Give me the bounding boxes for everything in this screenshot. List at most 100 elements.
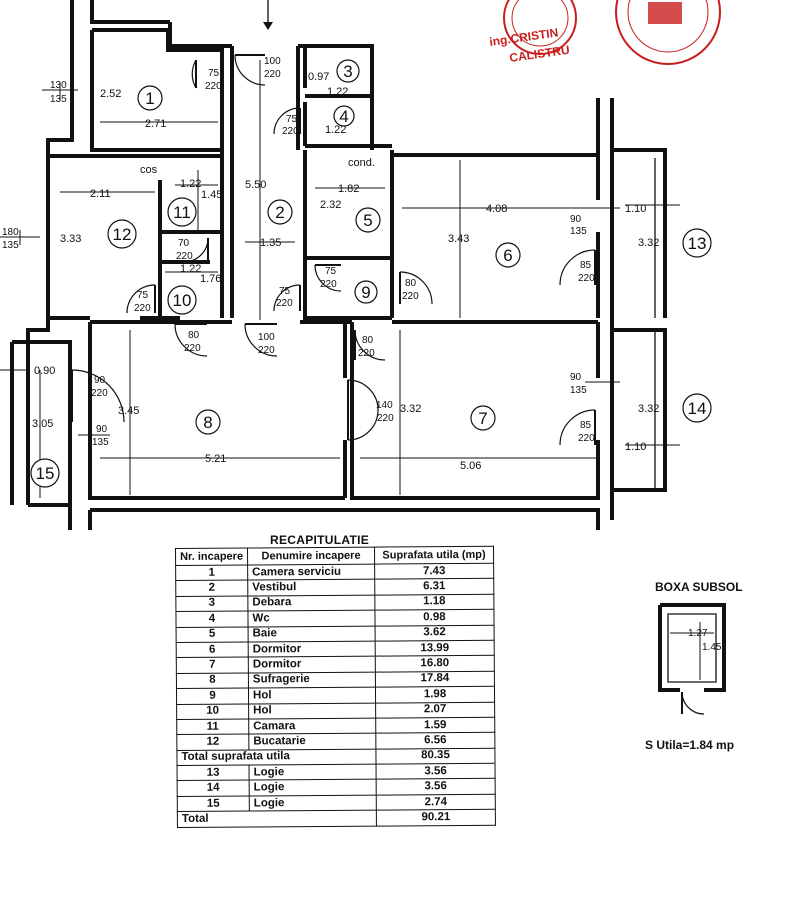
svg-text:1.76: 1.76: [200, 273, 221, 285]
svg-text:1.22: 1.22: [180, 263, 201, 275]
svg-text:2.11: 2.11: [90, 188, 111, 200]
svg-text:100: 100: [258, 332, 275, 343]
svg-text:80: 80: [188, 330, 200, 341]
svg-text:1.10: 1.10: [625, 441, 646, 453]
room-number-9: 9: [361, 283, 370, 302]
svg-text:130: 130: [50, 80, 67, 91]
svg-text:220: 220: [377, 413, 394, 424]
svg-text:3.32: 3.32: [638, 237, 659, 249]
svg-text:1.35: 1.35: [260, 237, 281, 249]
svg-text:220: 220: [91, 388, 108, 399]
svg-text:75: 75: [137, 290, 149, 301]
svg-text:90: 90: [570, 214, 582, 225]
svg-text:220: 220: [402, 291, 419, 302]
basement-box-drawing: 1.27 1.45: [658, 603, 726, 715]
svg-text:220: 220: [205, 81, 222, 92]
svg-text:3.33: 3.33: [60, 233, 81, 245]
svg-text:2.71: 2.71: [145, 118, 166, 130]
entry-arrow: [263, 0, 273, 30]
svg-text:85: 85: [580, 260, 592, 271]
room-number-3: 3: [343, 62, 352, 81]
room-number-4: 4: [339, 107, 348, 126]
svg-text:2.32: 2.32: [320, 199, 341, 211]
svg-text:2.52: 2.52: [100, 88, 121, 100]
svg-text:100: 100: [264, 56, 281, 67]
svg-text:1.82: 1.82: [338, 183, 359, 195]
svg-text:220: 220: [176, 251, 193, 262]
door-swings: [71, 54, 596, 446]
svg-text:220: 220: [258, 345, 275, 356]
boxa-area: S Utila=1.84 mp: [645, 738, 735, 752]
dimension-lines: [0, 60, 680, 498]
room-dimensions: 2.71 2.52 5.50 1.35 0.97 1.22 1.22 cond.…: [32, 71, 659, 472]
svg-text:220: 220: [358, 348, 375, 359]
svg-text:3.45: 3.45: [118, 405, 139, 417]
svg-text:cond.: cond.: [348, 157, 375, 169]
svg-text:1.10: 1.10: [625, 203, 646, 215]
recap-table: Nr. incapere Denumire incapere Suprafata…: [175, 546, 496, 828]
svg-text:135: 135: [50, 94, 67, 105]
svg-text:85: 85: [580, 420, 592, 431]
svg-text:75: 75: [286, 114, 298, 125]
room-number-10: 10: [173, 291, 192, 310]
svg-text:135: 135: [570, 226, 587, 237]
svg-text:4.08: 4.08: [486, 203, 507, 215]
room-markers: 1 2 3 4 5 6 7 8 9 10 11 12 13 14 15: [30, 59, 712, 488]
svg-text:135: 135: [570, 385, 587, 396]
svg-text:3.05: 3.05: [32, 418, 53, 430]
svg-text:220: 220: [578, 433, 595, 444]
svg-text:90: 90: [96, 424, 108, 435]
stamp-seal: ing.CRISTIN CALISTRU: [488, 0, 721, 65]
header-nr: Nr. incapere: [175, 547, 248, 566]
svg-text:3.43: 3.43: [448, 233, 469, 245]
svg-text:135: 135: [2, 240, 19, 251]
svg-text:cos: cos: [140, 164, 158, 176]
svg-text:220: 220: [282, 126, 299, 137]
svg-text:75: 75: [325, 266, 337, 277]
room-number-7: 7: [478, 409, 487, 428]
svg-text:140: 140: [376, 400, 393, 411]
svg-text:1.22: 1.22: [180, 178, 201, 190]
svg-text:1.22: 1.22: [325, 124, 346, 136]
svg-text:220: 220: [276, 298, 293, 309]
svg-text:70: 70: [178, 238, 190, 249]
room-number-8: 8: [203, 413, 212, 432]
room-number-1: 1: [145, 89, 154, 108]
room-number-5: 5: [363, 211, 372, 230]
svg-text:1.22: 1.22: [327, 86, 348, 98]
header-name: Denumire incapere: [247, 547, 375, 565]
svg-text:80: 80: [405, 278, 417, 289]
room-number-14: 14: [688, 399, 707, 418]
svg-text:5.06: 5.06: [460, 460, 481, 472]
header-area: Suprafata utila (mp): [374, 546, 494, 565]
svg-text:75: 75: [208, 68, 220, 79]
svg-text:220: 220: [578, 273, 595, 284]
room-number-13: 13: [688, 234, 707, 253]
svg-text:90: 90: [94, 375, 106, 386]
svg-text:220: 220: [264, 69, 281, 80]
recap-title: RECAPITULATIE: [270, 533, 370, 547]
svg-text:80: 80: [362, 335, 374, 346]
room-number-11: 11: [173, 203, 191, 222]
boxa-title: BOXA SUBSOL: [655, 580, 743, 594]
svg-text:220: 220: [320, 279, 337, 290]
svg-text:3.32: 3.32: [400, 403, 421, 415]
room-number-12: 12: [113, 225, 132, 244]
svg-text:220: 220: [134, 303, 151, 314]
svg-text:0.97: 0.97: [308, 71, 329, 83]
room-number-6: 6: [503, 246, 512, 265]
boxa-width: 1.27: [688, 628, 708, 639]
boxa-height: 1.45: [702, 642, 722, 653]
svg-text:90: 90: [570, 372, 582, 383]
svg-text:135: 135: [92, 437, 109, 448]
svg-text:180: 180: [2, 227, 19, 238]
svg-text:220: 220: [184, 343, 201, 354]
room-number-15: 15: [36, 464, 55, 483]
svg-text:1.45: 1.45: [201, 189, 222, 201]
svg-text:75: 75: [279, 286, 291, 297]
